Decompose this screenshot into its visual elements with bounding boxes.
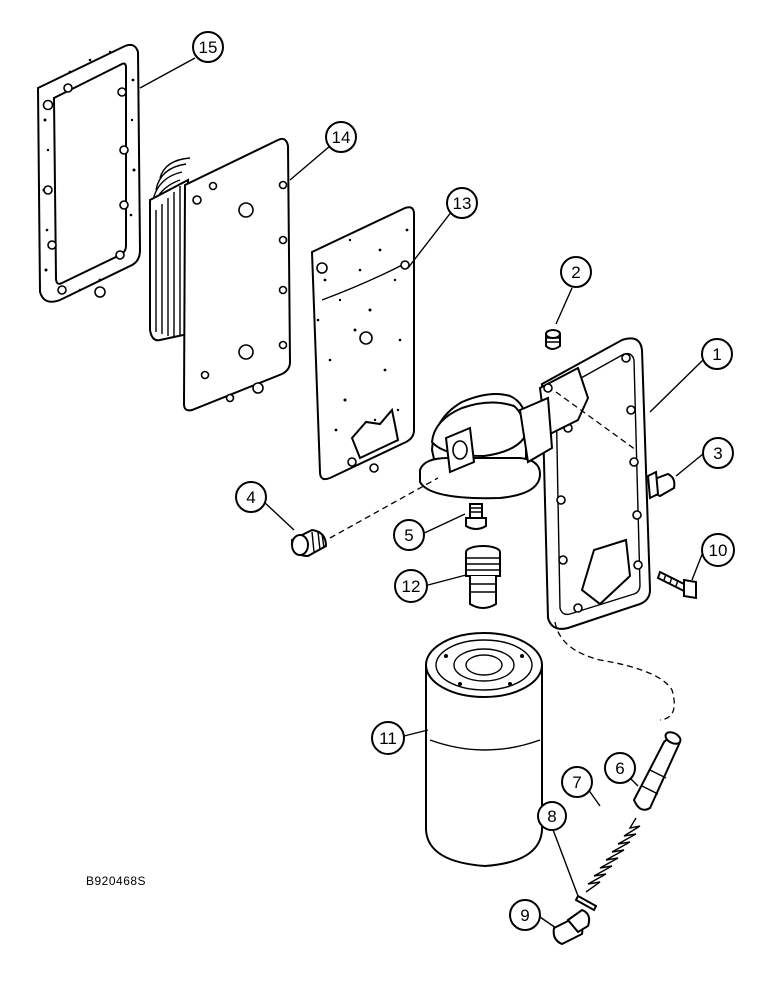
figure-code: B920468S bbox=[86, 874, 147, 888]
svg-text:3: 3 bbox=[713, 444, 722, 463]
svg-text:15: 15 bbox=[199, 38, 218, 57]
gasket-part-13 bbox=[310, 206, 415, 481]
bolt-part-5 bbox=[465, 503, 487, 530]
svg-text:12: 12 bbox=[402, 577, 421, 596]
svg-text:14: 14 bbox=[332, 128, 351, 147]
svg-text:2: 2 bbox=[571, 263, 580, 282]
callout-12: 12 bbox=[394, 569, 428, 603]
callout-3: 3 bbox=[702, 437, 734, 469]
svg-text:9: 9 bbox=[520, 906, 529, 925]
svg-text:4: 4 bbox=[246, 488, 255, 507]
callout-11: 11 bbox=[371, 721, 405, 755]
svg-text:7: 7 bbox=[572, 773, 581, 792]
callout-4: 4 bbox=[235, 481, 267, 513]
bolt-part-10 bbox=[656, 570, 697, 600]
svg-text:13: 13 bbox=[453, 194, 472, 213]
callout-2: 2 bbox=[560, 256, 592, 288]
callout-7: 7 bbox=[561, 766, 593, 798]
callout-15: 15 bbox=[192, 31, 224, 63]
svg-text:8: 8 bbox=[547, 807, 556, 826]
callout-6: 6 bbox=[604, 752, 636, 784]
plug-part-3 bbox=[646, 470, 676, 500]
callout-8: 8 bbox=[537, 801, 567, 831]
filter-head-part-1 bbox=[419, 337, 652, 630]
callout-1: 1 bbox=[701, 338, 733, 370]
gasket-part-15 bbox=[36, 43, 142, 303]
valve-part-6 bbox=[632, 731, 682, 811]
callout-9: 9 bbox=[509, 899, 541, 931]
oil-cooler-part-14 bbox=[149, 137, 292, 412]
callout-14: 14 bbox=[325, 121, 357, 153]
svg-text:11: 11 bbox=[379, 729, 397, 748]
adapter-part-12 bbox=[465, 545, 501, 609]
svg-text:5: 5 bbox=[404, 526, 413, 545]
plug-part-9 bbox=[552, 908, 591, 946]
plug-part-2 bbox=[545, 329, 561, 350]
callout-10: 10 bbox=[701, 533, 735, 567]
plug-part-4 bbox=[290, 477, 439, 558]
callout-13: 13 bbox=[446, 187, 478, 219]
filter-part-11 bbox=[425, 632, 543, 868]
svg-text:1: 1 bbox=[712, 345, 721, 364]
washer-part-8 bbox=[574, 894, 598, 912]
svg-text:6: 6 bbox=[615, 759, 624, 778]
svg-text:10: 10 bbox=[709, 541, 728, 560]
callout-5: 5 bbox=[393, 519, 425, 551]
spring-part-7 bbox=[585, 817, 641, 893]
